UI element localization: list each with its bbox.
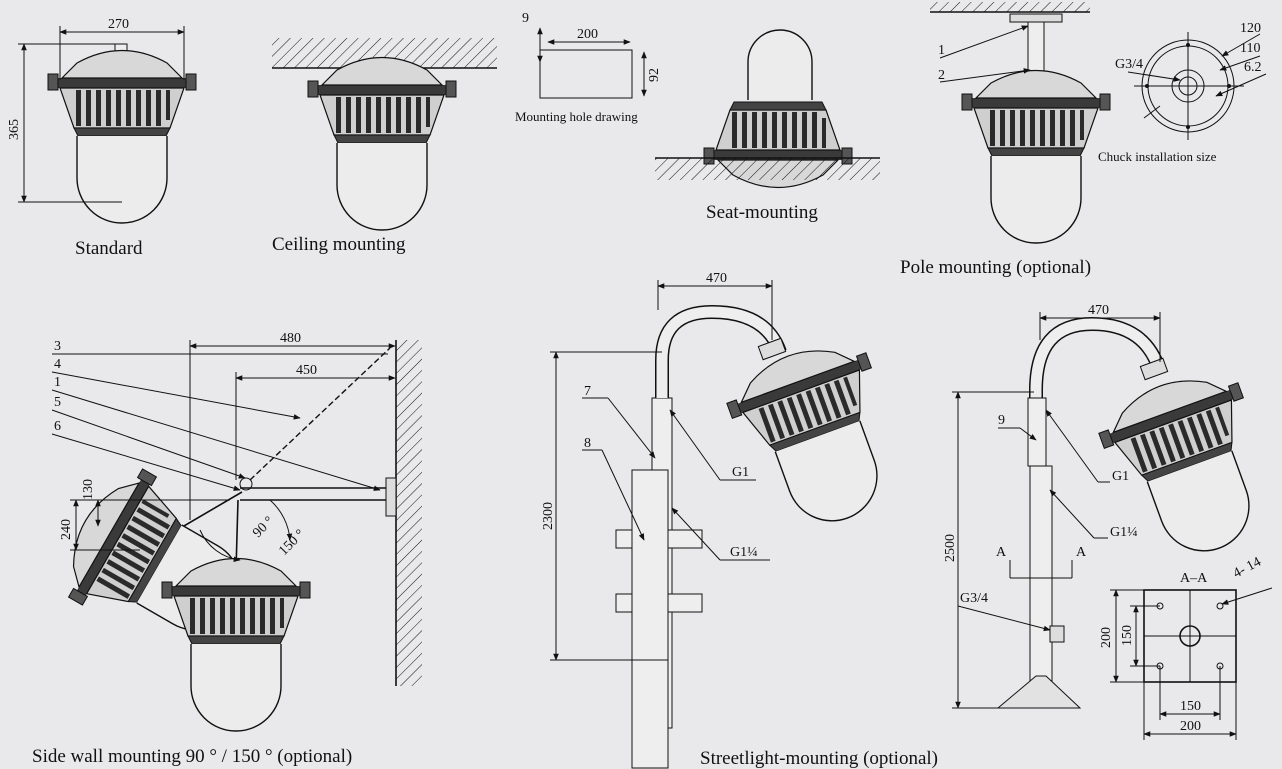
aa-title: A–A — [1180, 571, 1208, 586]
sl2-470-label: 470 — [1088, 303, 1109, 318]
hole-92-label: 92 — [647, 68, 662, 82]
sl1-g114-label: G1¼ — [730, 545, 758, 560]
sl2-a-left-label: A — [996, 545, 1007, 560]
pole-2-label: 2 — [938, 68, 945, 83]
sl2-9-label: 9 — [998, 413, 1005, 428]
mounting-hole-view: 9 200 92 Mounting hole drawing — [515, 11, 662, 124]
sl2-g114-label: G1¼ — [1110, 525, 1138, 540]
aa-150v-label: 150 — [1120, 625, 1135, 646]
caption-chuck: Chuck installation size — [1098, 149, 1217, 164]
chuck-110-label: 110 — [1240, 41, 1260, 56]
sw-6-label: 6 — [54, 419, 61, 434]
sw-240-label: 240 — [59, 519, 74, 540]
sl2-g1-label: G1 — [1112, 469, 1129, 484]
sl1-8-label: 8 — [584, 436, 591, 451]
caption-sidewall: Side wall mounting 90 ° / 150 ° (optiona… — [32, 746, 352, 767]
sw-480-label: 480 — [280, 331, 301, 346]
sw-150-label: 150 ° — [276, 527, 308, 559]
sidewall-view: 480 450 3 4 1 5 6 240 130 90 ° 150 ° Sid… — [32, 331, 422, 767]
hole-200-label: 200 — [577, 27, 598, 42]
sl1-2300-label: 2300 — [541, 502, 556, 530]
sl1-470-label: 470 — [706, 271, 727, 286]
standard-view: 270 365 Standard — [7, 17, 197, 259]
sw-3-label: 3 — [54, 339, 61, 354]
sw-1-label: 1 — [54, 375, 61, 390]
aa-holes-label: 4- 14 — [1231, 555, 1264, 582]
chuck-view: G3/4 120 110 6.2 Chuck installation size — [1098, 21, 1267, 164]
sw-5-label: 5 — [54, 395, 61, 410]
aa-200v-label: 200 — [1099, 627, 1114, 648]
sw-90-label: 90 ° — [250, 514, 277, 541]
caption-streetlight: Streetlight-mounting (optional) — [700, 748, 938, 769]
streetlight-1-view: 470 7 8 2300 G1 G1¼ Streetlight-mounting… — [541, 271, 938, 769]
ceiling-view: Ceiling mounting — [272, 38, 497, 255]
chuck-62-label: 6.2 — [1244, 60, 1262, 75]
sw-450-label: 450 — [296, 363, 317, 378]
sw-4-label: 4 — [54, 357, 61, 372]
caption-seat: Seat-mounting — [706, 202, 818, 223]
std-width-label: 270 — [108, 17, 129, 32]
section-aa-view: A–A 4- 14 200 150 150 200 — [1099, 555, 1273, 740]
sl2-g34-label: G3/4 — [960, 591, 988, 606]
caption-ceiling: Ceiling mounting — [272, 234, 406, 255]
sl2-2500-label: 2500 — [943, 534, 958, 562]
sl2-a-right-label: A — [1076, 545, 1087, 560]
seat-view: Seat-mounting — [655, 29, 880, 223]
hole-9-label: 9 — [522, 11, 529, 26]
pole-view: 1 2 Pole mounting (optional) — [900, 2, 1111, 278]
caption-pole: Pole mounting (optional) — [900, 257, 1091, 278]
pole-1-label: 1 — [938, 43, 945, 58]
caption-standard: Standard — [75, 238, 143, 259]
sw-130-label: 130 — [81, 479, 96, 500]
std-height-label: 365 — [7, 119, 22, 140]
streetlight-2-view: 470 9 G1 G1¼ 2500 A A G3/4 — [943, 303, 1263, 709]
aa-200h-label: 200 — [1180, 719, 1201, 734]
sl1-g1-label: G1 — [732, 465, 749, 480]
chuck-120-label: 120 — [1240, 21, 1261, 36]
sl1-7-label: 7 — [584, 384, 591, 399]
aa-150h-label: 150 — [1180, 699, 1201, 714]
caption-mounting-hole: Mounting hole drawing — [515, 109, 638, 124]
chuck-g34-label: G3/4 — [1115, 57, 1143, 72]
